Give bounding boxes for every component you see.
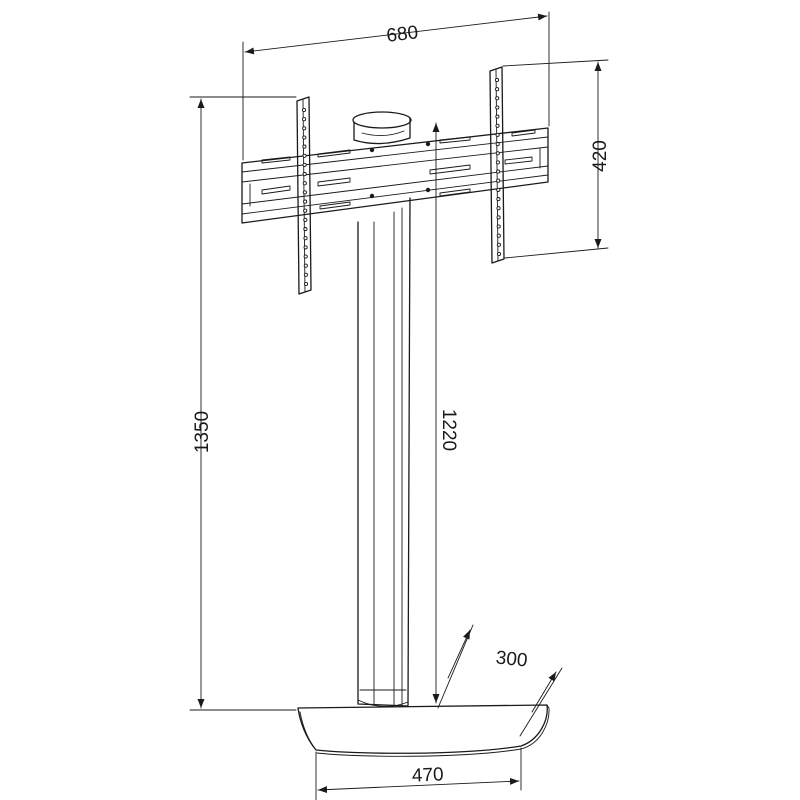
dimension-label-column-height: 1220 (438, 409, 459, 451)
bracket-hole (496, 169, 501, 174)
bracket-hole (495, 132, 500, 137)
dimension-column-height: 1220 (432, 122, 459, 704)
dimension-label-base-width: 470 (411, 764, 444, 786)
dimension-label-top-width: 680 (385, 22, 419, 47)
bracket-hole (303, 217, 308, 222)
bracket-hole (302, 135, 307, 140)
bracket-hole (302, 153, 307, 158)
dimension-plate-height: 420 (502, 59, 611, 259)
bracket-hole (302, 181, 307, 186)
left-bracket-holes (301, 107, 309, 287)
bracket-hole (496, 197, 501, 202)
column (357, 197, 411, 707)
bracket-hole (495, 114, 500, 119)
bracket-hole (496, 233, 501, 238)
bracket-hole (496, 251, 502, 257)
bracket-hole (495, 142, 500, 147)
bracket-hole (302, 190, 307, 195)
bracket-hole (303, 281, 309, 287)
bracket-hole (495, 87, 500, 92)
plate-slots (261, 129, 536, 210)
column-cap (352, 111, 412, 145)
bracket-hole (302, 162, 307, 167)
bracket-hole (303, 263, 308, 268)
left-vertical-bracket (296, 96, 312, 295)
bracket-hole (496, 215, 501, 220)
bracket-hole (495, 105, 500, 110)
bracket-hole (303, 254, 308, 259)
bracket-hole (496, 206, 501, 211)
dimension-label-plate-height: 420 (590, 140, 611, 172)
dimension-base-width: 470 (315, 747, 522, 800)
dimension-base-depth: 300 (437, 624, 563, 737)
dimension-total-height: 1350 (189, 96, 297, 711)
bracket-hole (302, 172, 307, 177)
bracket-hole (495, 151, 500, 156)
bracket-hole (303, 227, 308, 232)
bracket-hole (496, 178, 501, 183)
bracket-hole (303, 236, 308, 241)
bracket-hole (495, 123, 500, 128)
horizontal-mount-plate (241, 127, 549, 224)
dimension-label-total-height: 1350 (192, 411, 213, 453)
bracket-hole (303, 272, 308, 277)
bracket-hole (495, 160, 500, 165)
right-bracket-holes (494, 77, 502, 257)
dimension-label-base-depth: 300 (495, 647, 529, 671)
dimension-top-width: 680 (242, 11, 550, 161)
base-plate (297, 704, 550, 757)
bracket-hole (496, 242, 501, 247)
bracket-hole (496, 224, 501, 229)
bracket-hole (302, 126, 307, 131)
bracket-hole (301, 107, 307, 113)
bracket-hole (303, 245, 308, 250)
right-vertical-bracket (489, 66, 505, 264)
bracket-hole (495, 96, 500, 101)
bracket-hole (496, 187, 501, 192)
bracket-hole (494, 77, 500, 83)
bracket-hole (302, 144, 307, 149)
bracket-hole (303, 208, 308, 213)
bracket-hole (302, 117, 307, 122)
bracket-hole (303, 199, 308, 204)
